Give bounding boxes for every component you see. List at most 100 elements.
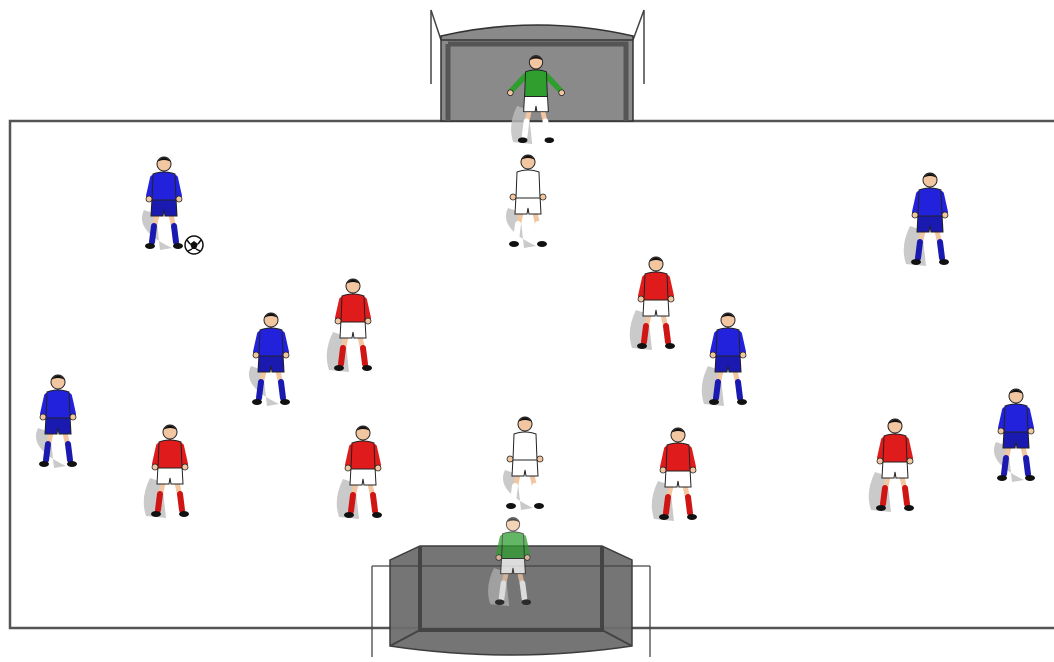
- shirt: [644, 272, 668, 300]
- right-hand: [942, 212, 948, 218]
- left-hand: [146, 196, 152, 202]
- left-boot: [876, 505, 886, 511]
- right-boot: [362, 365, 372, 371]
- shirt: [341, 294, 365, 322]
- shirt: [716, 328, 740, 356]
- left-sock: [666, 497, 668, 513]
- shirt: [666, 443, 690, 471]
- right-boot: [534, 503, 544, 509]
- left-hand: [510, 194, 516, 200]
- right-sock: [688, 497, 690, 513]
- left-sock: [158, 494, 160, 510]
- left-sock: [516, 224, 518, 240]
- right-hand: [537, 456, 543, 462]
- shirt: [152, 172, 176, 200]
- left-boot: [709, 399, 719, 405]
- right-hand: [668, 296, 674, 302]
- left-boot: [506, 503, 516, 509]
- right-boot: [904, 505, 914, 511]
- left-sock: [351, 495, 353, 511]
- left-hand: [638, 296, 644, 302]
- right-sock: [905, 488, 907, 504]
- goal-post: [633, 10, 644, 40]
- shirt: [259, 328, 283, 356]
- right-boot: [665, 343, 675, 349]
- left-sock: [883, 488, 885, 504]
- right-boot: [537, 241, 547, 247]
- right-hand: [375, 465, 381, 471]
- right-sock: [940, 242, 942, 258]
- left-boot: [151, 511, 161, 517]
- left-hand: [496, 555, 502, 561]
- shirt: [513, 432, 537, 460]
- shirt: [883, 434, 907, 462]
- left-sock: [152, 226, 154, 242]
- left-sock: [1004, 458, 1006, 474]
- left-sock: [341, 348, 343, 364]
- left-sock: [918, 242, 920, 258]
- ball-layer: [185, 236, 203, 254]
- left-sock: [525, 121, 527, 136]
- right-boot: [173, 243, 183, 249]
- left-boot: [334, 365, 344, 371]
- shirt: [1004, 404, 1028, 432]
- shirt: [351, 441, 375, 469]
- left-sock: [46, 444, 48, 460]
- right-sock: [373, 495, 375, 511]
- left-hand: [152, 464, 158, 470]
- left-hand: [660, 467, 666, 473]
- goal-post: [431, 10, 441, 40]
- shirt: [525, 70, 548, 97]
- left-hand: [335, 318, 341, 324]
- left-boot: [39, 461, 49, 467]
- right-boot: [939, 259, 949, 265]
- shirt: [158, 440, 182, 468]
- right-sock: [174, 226, 176, 242]
- right-boot: [1025, 475, 1035, 481]
- left-boot: [252, 399, 262, 405]
- shirt: [516, 170, 540, 198]
- left-hand: [710, 352, 716, 358]
- left-hand: [508, 90, 514, 96]
- right-hand: [1028, 428, 1034, 434]
- left-hand: [253, 352, 259, 358]
- left-boot: [145, 243, 155, 249]
- right-boot: [280, 399, 290, 405]
- right-hand: [365, 318, 371, 324]
- right-sock: [738, 382, 740, 398]
- right-boot: [687, 514, 697, 520]
- right-hand: [559, 90, 565, 96]
- right-sock: [666, 326, 668, 342]
- right-hand: [176, 196, 182, 202]
- right-sock: [546, 121, 548, 136]
- right-sock: [180, 494, 182, 510]
- right-sock: [523, 583, 525, 598]
- left-sock: [513, 486, 515, 502]
- right-sock: [363, 348, 365, 364]
- right-boot: [179, 511, 189, 517]
- left-sock: [716, 382, 718, 398]
- right-hand: [283, 352, 289, 358]
- right-boot: [545, 137, 555, 143]
- left-hand: [998, 428, 1004, 434]
- right-boot: [372, 512, 382, 518]
- right-sock: [538, 224, 540, 240]
- left-boot: [344, 512, 354, 518]
- right-hand: [907, 458, 913, 464]
- left-hand: [345, 465, 351, 471]
- right-hand: [182, 464, 188, 470]
- left-boot: [518, 137, 528, 143]
- left-hand: [507, 456, 513, 462]
- left-boot: [911, 259, 921, 265]
- right-sock: [281, 382, 283, 398]
- soccer-ball: [185, 236, 203, 254]
- left-hand: [912, 212, 918, 218]
- right-hand: [540, 194, 546, 200]
- right-sock: [1026, 458, 1028, 474]
- left-boot: [997, 475, 1007, 481]
- right-boot: [522, 599, 532, 605]
- right-hand: [690, 467, 696, 473]
- left-sock: [502, 583, 504, 598]
